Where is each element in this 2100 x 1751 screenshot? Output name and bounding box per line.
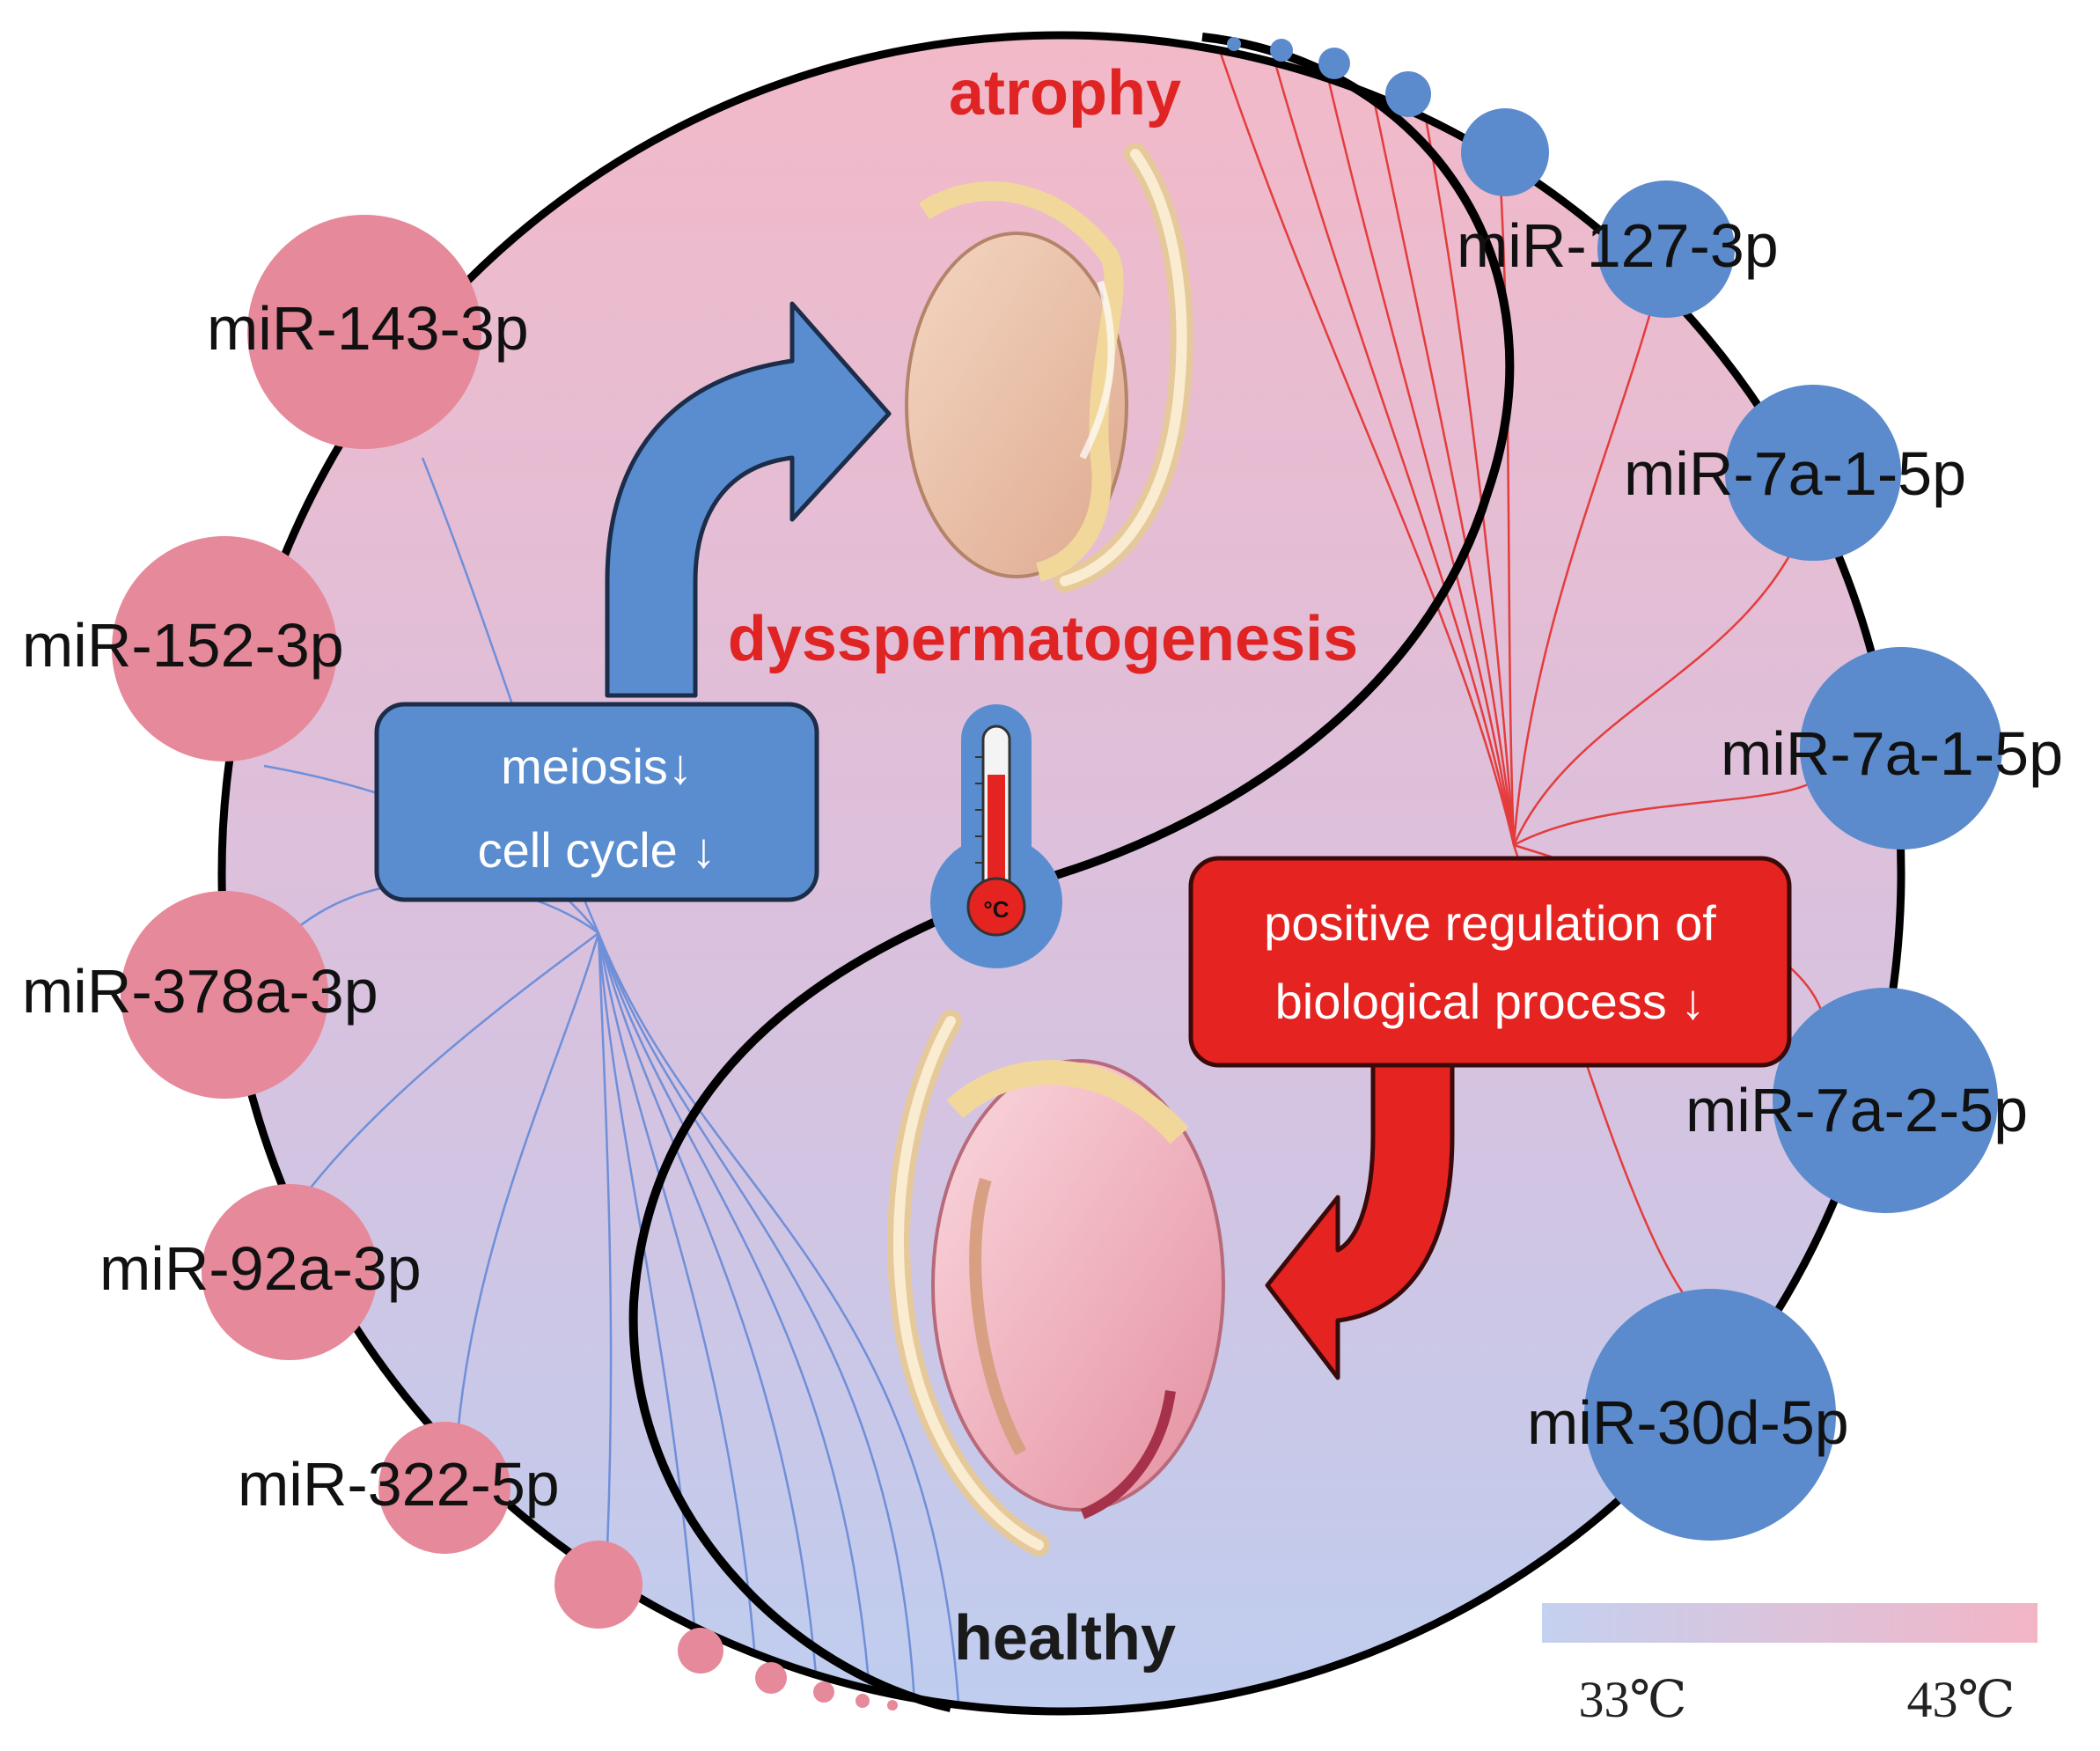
label-mir-7a-2-5p: miR-7a-2-5p [1685, 1076, 2028, 1144]
blue-box-line-1: meiosis↓ [501, 739, 693, 794]
node-mir-322-5p [378, 1422, 510, 1554]
label-mir-322-5p: miR-322-5p [238, 1450, 560, 1519]
right-mirna-nodes [1584, 180, 2002, 1541]
label-mir-127-3p: miR-127-3p [1457, 211, 1779, 280]
blue-small-nodes [1227, 37, 1549, 196]
temperature-legend: 33℃ 43℃ [1542, 1603, 2038, 1728]
legend-high-label: 43℃ [1907, 1671, 2016, 1728]
node-mir-7a-2-5p [1773, 988, 1998, 1213]
legend-gradient-bar [1542, 1603, 2038, 1643]
red-box-line-2: biological process ↓ [1275, 974, 1706, 1029]
label-mir-143-3p: miR-143-3p [207, 294, 529, 363]
node-mir-378a-3p [121, 891, 328, 1099]
thermometer-unit: °C [983, 896, 1009, 923]
label-mir-152-3p: miR-152-3p [22, 611, 344, 680]
right-mirna-labels: miR-127-3p miR-7a-1-5p miR-7a-1-5p miR-7… [1457, 211, 2063, 1457]
healthy-testis-illustration [887, 1010, 1225, 1556]
node-mir-127-3p [1597, 180, 1735, 318]
blue-connection-lines [263, 457, 961, 1711]
label-mir-30d-5p: miR-30d-5p [1527, 1388, 1849, 1457]
label-dysspermatogenesis: dysspermatogenesis [728, 604, 1358, 674]
thermometer-icon: °C [930, 704, 1062, 968]
red-box-line-1: positive regulation of [1264, 895, 1716, 951]
label-mir-7a-1-5p-b: miR-7a-1-5p [1721, 719, 2063, 788]
label-mir-92a-3p: miR-92a-3p [99, 1234, 422, 1303]
atrophied-testis-illustration [905, 143, 1193, 592]
label-mir-7a-1-5p-a: miR-7a-1-5p [1624, 439, 1966, 508]
pink-small-nodes [554, 1541, 898, 1711]
divider-s-curve [628, 33, 1515, 1712]
label-healthy: healthy [954, 1603, 1176, 1674]
left-mirna-labels: miR-143-3p miR-152-3p miR-378a-3p miR-92… [22, 294, 560, 1519]
meiosis-cell-cycle-box: meiosis↓ cell cycle ↓ [374, 702, 819, 902]
node-mir-30d-5p [1584, 1289, 1836, 1541]
blue-box-line-2: cell cycle ↓ [478, 822, 716, 878]
node-mir-92a-3p [202, 1184, 378, 1360]
blue-curved-arrow [605, 301, 892, 698]
node-mir-7a-1-5p-a [1725, 385, 1901, 561]
label-mir-378a-3p: miR-378a-3p [22, 957, 378, 1026]
legend-low-label: 33℃ [1579, 1671, 1687, 1728]
red-curved-arrow [1265, 1054, 1455, 1380]
node-mir-152-3p [112, 536, 337, 761]
positive-regulation-box: positive regulation of biological proces… [1188, 856, 1792, 1068]
node-mir-7a-1-5p-b [1800, 647, 2002, 850]
left-mirna-nodes [112, 215, 510, 1554]
node-mir-143-3p [247, 215, 481, 449]
label-atrophy: atrophy [949, 58, 1181, 129]
circle-outline [217, 31, 1905, 1716]
